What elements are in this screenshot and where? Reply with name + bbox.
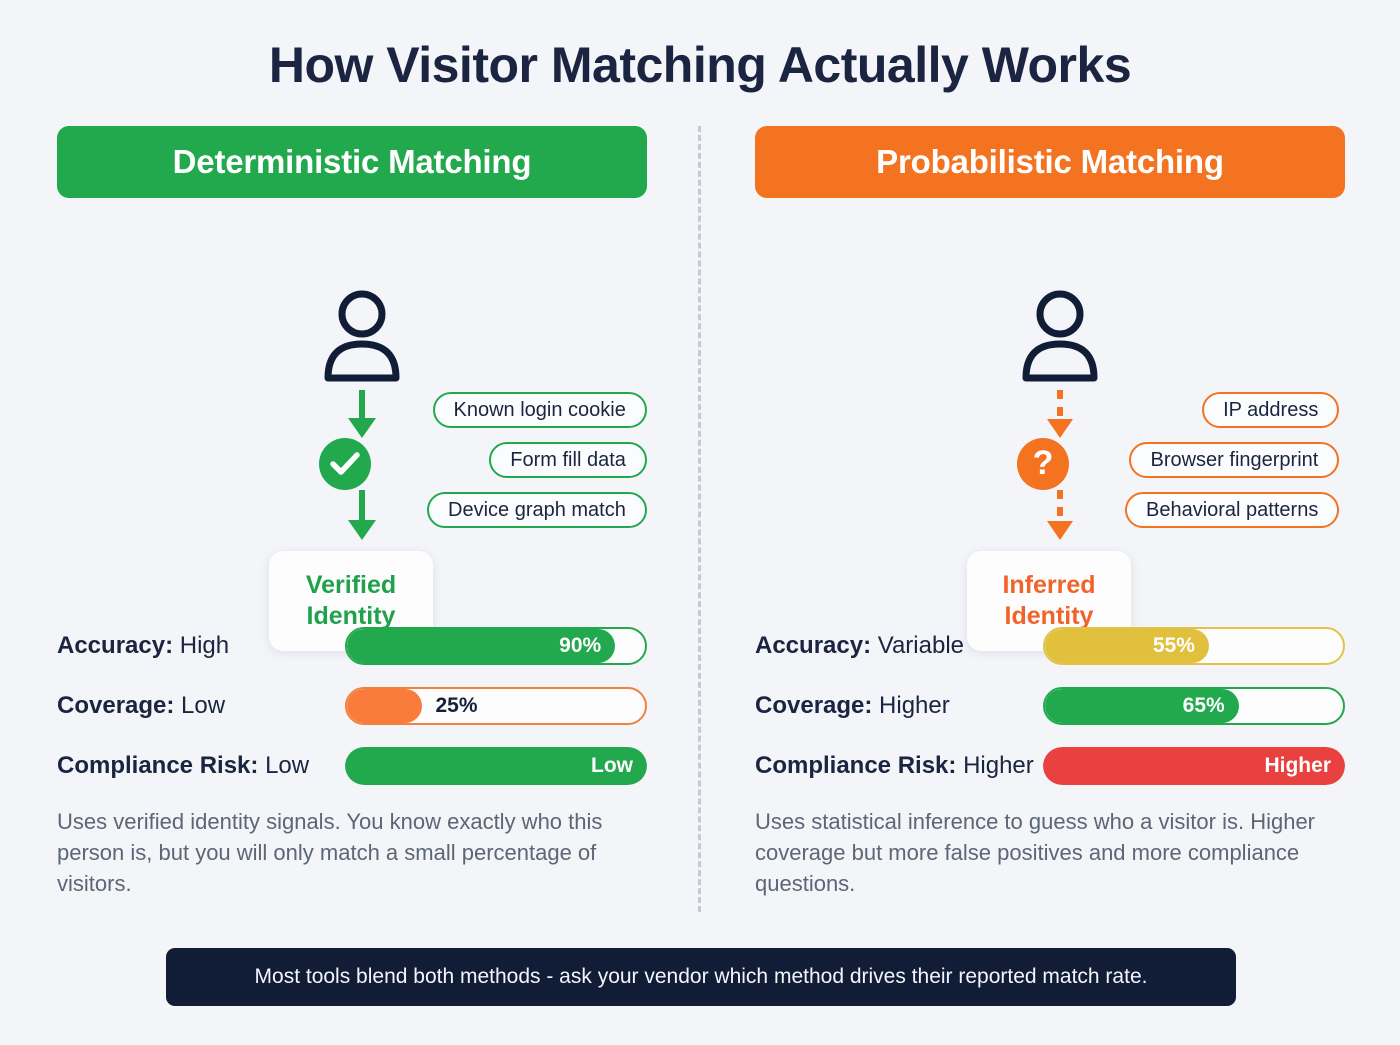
deterministic-description: Uses verified identity signals. You know… xyxy=(57,809,603,897)
probabilistic-header: Probabilistic Matching xyxy=(755,126,1345,198)
signal-pill: Form fill data xyxy=(489,442,647,478)
deterministic-metrics: Accuracy: High 90% Coverage: Low 25% xyxy=(57,616,647,796)
metric-label-value: Higher xyxy=(879,692,950,719)
metric-label: Coverage: Higher xyxy=(755,692,1043,720)
metric-label-value: High xyxy=(179,632,230,659)
metric-label-value: Low xyxy=(181,692,226,719)
metric-row-compliance: Compliance Risk: Low Low xyxy=(57,736,647,796)
metric-bar-fill: 65% xyxy=(1045,689,1239,723)
question-circle-icon: ? xyxy=(1017,438,1069,490)
deterministic-flow: Verified Identity Known login cookie For… xyxy=(57,198,647,658)
page-title: How Visitor Matching Actually Works xyxy=(268,37,1132,93)
metric-row-accuracy: Accuracy: High 90% xyxy=(57,616,647,676)
probabilistic-column: Probabilistic Matching ? xyxy=(755,126,1345,896)
metric-label: Accuracy: Variable xyxy=(755,632,1043,660)
metric-bar-fill: Low xyxy=(345,747,647,785)
identity-card-line2: Identity xyxy=(306,602,396,630)
footer-callout: Most tools blend both methods - ask your… xyxy=(166,948,1236,1006)
probabilistic-flow: ? Inferred Identity IP address Browser f… xyxy=(755,198,1345,658)
signal-pill: Known login cookie xyxy=(432,392,647,428)
metric-label-key: Accuracy: xyxy=(57,632,174,659)
person-icon xyxy=(318,290,406,387)
metric-bar-fill: 55% xyxy=(1045,629,1209,663)
metric-label-key: Coverage: xyxy=(755,692,873,719)
signal-pill: Device graph match xyxy=(427,492,647,528)
identity-card-line1: Inferred xyxy=(1002,570,1096,599)
metric-bar-fill: 90% xyxy=(347,629,616,663)
deterministic-column: Deterministic Matching xyxy=(57,126,647,896)
signal-pill: IP address xyxy=(1202,392,1340,428)
check-circle-icon xyxy=(319,438,371,490)
question-mark-glyph: ? xyxy=(1032,444,1054,482)
deterministic-header: Deterministic Matching xyxy=(57,126,647,198)
signal-pill: Browser fingerprint xyxy=(1129,442,1340,478)
deterministic-signal-list: Known login cookie Form fill data Device… xyxy=(427,392,647,528)
person-icon xyxy=(1016,290,1104,387)
metric-label-value: Low xyxy=(265,752,310,779)
metric-row-coverage: Coverage: Higher 65% xyxy=(755,676,1345,736)
metric-label-value: Variable xyxy=(877,632,965,659)
metric-row-compliance: Compliance Risk: Higher Higher xyxy=(755,736,1345,796)
metric-label-key: Compliance Risk: xyxy=(755,752,957,779)
metric-row-coverage: Coverage: Low 25% xyxy=(57,676,647,736)
metric-label: Accuracy: High xyxy=(57,632,345,660)
identity-card-line1: Verified xyxy=(305,570,397,599)
metric-label: Compliance Risk: Higher xyxy=(755,752,1043,780)
signal-pill: Behavioral patterns xyxy=(1125,492,1340,528)
probabilistic-signal-list: IP address Browser fingerprint Behaviora… xyxy=(1125,392,1340,528)
metric-bar-track: 55% xyxy=(1043,627,1345,665)
metric-bar-track: 25% xyxy=(345,687,647,725)
column-divider xyxy=(698,126,701,912)
metric-label-key: Accuracy: xyxy=(755,632,872,659)
flow-arrow-top xyxy=(331,390,393,445)
metric-bar-track: Low xyxy=(345,747,647,785)
metric-label-value: Higher xyxy=(963,752,1034,779)
metric-bar-label: 25% xyxy=(435,694,478,717)
metric-bar-track: 90% xyxy=(345,627,647,665)
metric-label-key: Compliance Risk: xyxy=(57,752,259,779)
probabilistic-metrics: Accuracy: Variable 55% Coverage: Higher … xyxy=(755,616,1345,796)
flow-arrow-bottom-dashed xyxy=(1029,490,1091,547)
flow-arrow-bottom xyxy=(331,490,393,547)
probabilistic-description: Uses statistical inference to guess who … xyxy=(755,809,1316,897)
identity-card-line2: Identity xyxy=(1004,602,1094,630)
metric-label: Coverage: Low xyxy=(57,692,345,720)
metric-bar-track: Higher xyxy=(1043,747,1345,785)
metric-bar-fill: Higher xyxy=(1043,747,1345,785)
metric-label-key: Coverage: xyxy=(57,692,175,719)
metric-bar-fill xyxy=(347,689,422,723)
metric-label: Compliance Risk: Low xyxy=(57,752,345,780)
metric-bar-track: 65% xyxy=(1043,687,1345,725)
metric-row-accuracy: Accuracy: Variable 55% xyxy=(755,616,1345,676)
flow-arrow-top-dashed xyxy=(1029,390,1091,445)
